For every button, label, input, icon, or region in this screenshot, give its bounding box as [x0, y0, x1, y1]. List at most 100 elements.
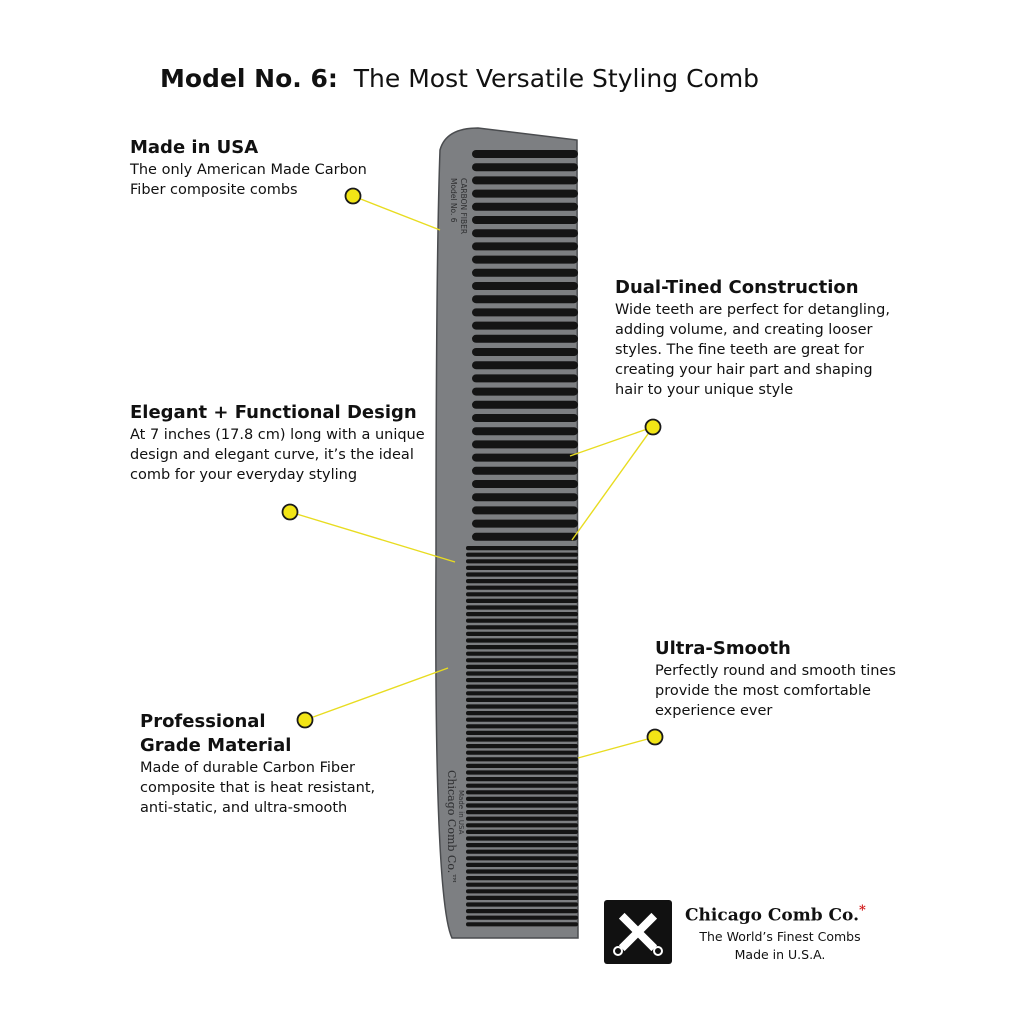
comb-tooth-gap [472, 308, 578, 317]
feature-text-line: adding volume, and creating looser [615, 322, 873, 338]
page-title: Model No. 6: The Most Versatile Styling … [160, 64, 759, 93]
feature-text-line: experience ever [655, 703, 773, 719]
comb-tooth-gap [472, 361, 578, 370]
comb-tooth-gap [466, 724, 578, 729]
comb-tooth-gap [466, 598, 578, 603]
comb-tooth-gap [466, 810, 578, 815]
feature-text-line: Made of durable Carbon Fiber [140, 760, 355, 776]
comb-tooth-gap [472, 150, 578, 158]
feature-heading: Professional [140, 711, 266, 732]
comb-tooth-gap [466, 763, 578, 768]
comb-tooth-gap [466, 612, 578, 617]
feature-professional-material: Professional Grade Material Made of dura… [140, 710, 375, 818]
comb-tooth-gap [472, 519, 578, 528]
comb-tooth-gap [466, 717, 578, 722]
feature-text-line: creating your hair part and shaping [615, 362, 873, 378]
comb-tooth-gap [466, 579, 578, 584]
comb-tooth-gap [466, 730, 578, 735]
comb-tooth-gap [466, 559, 578, 564]
callout-dot-usa [344, 187, 362, 205]
comb-tooth-gap [466, 625, 578, 630]
comb-tooth-gap [472, 282, 578, 290]
comb-tooth-gap [472, 255, 578, 264]
callout-dot-design [281, 503, 299, 521]
feature-made-in-usa: Made in USA The only American Made Carbo… [130, 136, 367, 200]
comb-tooth-gap [466, 843, 578, 848]
feature-text-line: comb for your everyday styling [130, 467, 358, 483]
comb-tooth-gap [472, 334, 578, 343]
callout-dot-smooth [646, 728, 664, 746]
comb-tooth-gap [466, 552, 578, 557]
engraving-brand: Chicago Comb Co.™ [445, 770, 458, 884]
comb-tooth-gap [466, 922, 578, 927]
comb-tooth-gap [466, 757, 578, 762]
callout-line-smooth [577, 736, 656, 759]
comb-tooth-gap [466, 856, 578, 861]
feature-dual-tined: Dual-Tined Construction Wide teeth are p… [615, 276, 890, 400]
comb-tooth-gap [466, 909, 578, 914]
model-number: Model No. 6: [160, 64, 338, 93]
comb-tooth-gap [466, 592, 578, 597]
comb-tooth-gap [472, 400, 578, 409]
feature-text-line: provide the most comfortable [655, 683, 871, 699]
brand-star: * [859, 903, 866, 918]
comb-tooth-gap [466, 678, 578, 683]
comb-tooth-gap [466, 691, 578, 696]
engraving-material: CARBON FIBER [459, 178, 468, 234]
comb-tooth-gap [466, 777, 578, 782]
comb-tooth-gap [472, 268, 578, 277]
comb-tooth-gap [472, 295, 578, 304]
comb-tooth-gap [472, 163, 578, 172]
comb-tooth-gap [472, 453, 578, 462]
feature-heading: Made in USA [130, 137, 259, 158]
feature-text-line: At 7 inches (17.8 cm) long with a unique [130, 427, 425, 443]
feature-heading: Dual-Tined Construction [615, 277, 859, 298]
feature-text-line: Wide teeth are perfect for detangling, [615, 302, 890, 318]
comb-teeth [466, 150, 578, 927]
comb-tooth-gap [466, 651, 578, 656]
engraving-bottom: Chicago Comb Co.™ Made in USA [445, 770, 465, 884]
comb-tooth-gap [466, 790, 578, 795]
brand-name: Chicago Comb Co.* [685, 903, 866, 926]
feature-elegant-design: Elegant + Functional Design At 7 inches … [130, 401, 425, 485]
callout-line-usa [352, 195, 441, 231]
comb-tooth-gap [472, 506, 578, 515]
callout-dot-dual [644, 418, 662, 436]
comb-tooth-gap [466, 664, 578, 669]
feature-text-line: Fiber composite combs [130, 182, 298, 198]
comb-tooth-gap [472, 202, 578, 211]
comb-tooth-gap [466, 862, 578, 867]
brand-logo [604, 900, 672, 964]
comb-tooth-gap [466, 671, 578, 676]
comb-tooth-gap [466, 823, 578, 828]
comb-tooth-gap [466, 605, 578, 610]
comb-tooth-gap [466, 711, 578, 716]
comb-tooth-gap [466, 882, 578, 887]
engraving-origin: Made in USA [457, 790, 465, 835]
feature-heading: Elegant + Functional Design [130, 402, 417, 423]
comb-tooth-gap [466, 849, 578, 854]
comb-tooth-gap [472, 414, 578, 422]
comb-tooth-gap [472, 532, 578, 541]
feature-text-line: Perfectly round and smooth tines [655, 663, 896, 679]
comb-tooth-gap [466, 546, 578, 551]
comb-tooth-gap [472, 374, 578, 383]
comb-tooth-gap [466, 744, 578, 749]
comb-tooth-gap [466, 895, 578, 900]
comb-tooth-gap [466, 816, 578, 821]
comb-tooth-gap [466, 631, 578, 636]
comb-tooth-gap [472, 176, 578, 185]
feature-ultra-smooth: Ultra-Smooth Perfectly round and smooth … [655, 637, 896, 721]
feature-text-line: composite that is heat resistant, [140, 780, 376, 796]
comb-tooth-gap [472, 427, 578, 436]
brand-origin: Made in U.S.A. [734, 947, 826, 962]
callout-dot-material [296, 711, 314, 729]
feature-text-line: design and elegant curve, it’s the ideal [130, 447, 414, 463]
comb-tooth-gap [466, 645, 578, 650]
title-tagline: The Most Versatile Styling Comb [353, 64, 760, 93]
comb-tooth-gap [472, 348, 578, 356]
comb-tooth-gap [472, 466, 578, 475]
feature-text-line: styles. The fine teeth are great for [615, 342, 864, 358]
feature-text-line: hair to your unique style [615, 382, 794, 398]
callout-line-dual-fine [571, 426, 654, 541]
